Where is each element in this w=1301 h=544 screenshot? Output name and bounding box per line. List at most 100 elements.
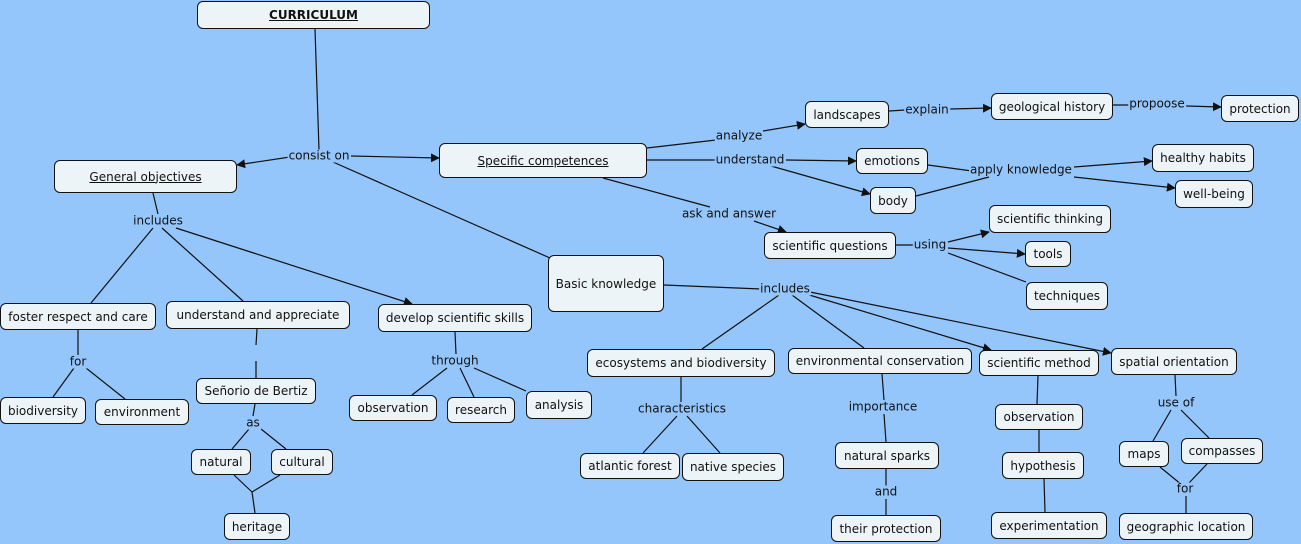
node-maps[interactable]: maps [1119, 441, 1169, 467]
link-includes-to-ecosystems [701, 294, 780, 350]
node-label: geological history [998, 99, 1106, 114]
node-label: landscapes [813, 107, 881, 122]
link-join-to-heritage [251, 491, 256, 514]
node-cultural[interactable]: cultural [271, 449, 333, 475]
node-develop-skills[interactable]: develop scientific skills [378, 304, 532, 332]
node-geological-history[interactable]: geological history [991, 93, 1113, 120]
node-label: scientific method [987, 356, 1091, 370]
link-understand-to-senorio-a [255, 328, 258, 346]
link-char-to-native [686, 415, 721, 454]
node-well-being[interactable]: well-being [1175, 180, 1253, 208]
node-label: foster respect and care [8, 309, 148, 324]
link-includes-to-method [805, 293, 992, 352]
node-healthy-habits[interactable]: healthy habits [1152, 144, 1254, 172]
node-scientific-thinking[interactable]: scientific thinking [989, 205, 1111, 233]
node-spatial-orientation[interactable]: spatial orientation [1111, 348, 1237, 375]
node-label: heritage [231, 519, 283, 534]
link-label-and: and [873, 484, 899, 499]
link-consist-to-basic [332, 161, 551, 259]
link-label-analyze: analyze [714, 128, 764, 143]
node-basic-knowledge[interactable]: Basic knowledge [548, 255, 664, 312]
node-their-protection[interactable]: their protection [831, 515, 941, 542]
node-scientific-questions[interactable]: scientific questions [764, 232, 896, 259]
node-label: observation [357, 401, 429, 415]
link-useof-to-compasses [1180, 409, 1210, 439]
node-label: maps [1127, 447, 1161, 461]
node-general-objectives[interactable]: General objectives [54, 160, 237, 193]
node-compasses[interactable]: compasses [1181, 438, 1263, 464]
link-includes-to-develop [175, 227, 413, 306]
link-for-to-biodiversity [52, 367, 75, 398]
link-compasses-to-for [1187, 463, 1208, 485]
link-ask-to-questions [753, 220, 787, 234]
link-includes-to-understand [161, 227, 244, 302]
node-native-species[interactable]: native species [682, 453, 784, 481]
link-label-includes-basic: includes [759, 281, 811, 296]
node-label: natural sparks [843, 448, 931, 463]
node-scientific-method[interactable]: scientific method [979, 350, 1099, 376]
node-landscapes[interactable]: landscapes [805, 101, 889, 128]
link-natural-to-heritage [233, 474, 253, 493]
node-label: body [878, 193, 908, 208]
link-as-to-cultural [260, 428, 287, 450]
link-for-to-environment [85, 367, 126, 400]
link-label-consist-on: consist on [287, 148, 351, 163]
node-environment[interactable]: environment [95, 399, 189, 425]
link-method-to-observation [1036, 375, 1039, 405]
link-label-through: through [430, 353, 480, 368]
node-natural[interactable]: natural [191, 449, 251, 475]
link-importance-to-sparks [883, 413, 887, 443]
link-develop-to-through [454, 331, 457, 355]
node-natural-sparks[interactable]: natural sparks [835, 442, 939, 469]
node-protection[interactable]: protection [1221, 95, 1299, 122]
node-atlantic-forest[interactable]: atlantic forest [580, 453, 680, 479]
node-specific-competences[interactable]: Specific competences [439, 143, 647, 178]
node-env-conservation[interactable]: environmental conservation [788, 348, 972, 374]
node-label: their protection [839, 521, 933, 536]
node-label: Specific competences [477, 153, 609, 168]
node-research[interactable]: research [447, 397, 515, 423]
node-label: natural [199, 455, 243, 469]
link-includes-to-foster [90, 227, 154, 304]
node-label: hypothesis [1010, 458, 1076, 473]
link-using-to-tools [947, 247, 1026, 258]
node-techniques[interactable]: techniques [1026, 282, 1108, 310]
node-observation-skill[interactable]: observation [349, 395, 437, 421]
node-label: cultural [279, 455, 325, 469]
node-tools[interactable]: tools [1025, 241, 1071, 267]
node-label: ecosystems and biodiversity [595, 356, 767, 370]
node-observation-method[interactable]: observation [995, 404, 1083, 430]
link-explain-to-geological [949, 103, 992, 113]
node-body[interactable]: body [870, 187, 916, 214]
node-senorio-de-bertiz[interactable]: Señorio de Bertiz [196, 378, 316, 404]
link-propoose-to-protection [1185, 102, 1222, 112]
node-label: healthy habits [1160, 151, 1246, 165]
link-understand-to-body [770, 165, 871, 197]
node-geographic-location[interactable]: geographic location [1119, 513, 1253, 540]
node-label: scientific thinking [997, 212, 1103, 226]
link-apply-to-wellbeing [1073, 176, 1176, 192]
link-maps-to-for [1159, 466, 1183, 486]
link-includes-to-spatial [809, 291, 1112, 356]
node-ecosystems[interactable]: ecosystems and biodiversity [587, 349, 775, 377]
node-biodiversity[interactable]: biodiversity [0, 397, 86, 424]
node-analysis[interactable]: analysis [526, 391, 592, 419]
link-useof-to-maps [1152, 409, 1172, 442]
link-general-to-includes [152, 192, 159, 215]
node-label: compasses [1188, 444, 1256, 458]
node-emotions[interactable]: emotions [856, 148, 928, 174]
node-foster-respect[interactable]: foster respect and care [0, 303, 156, 330]
node-heritage[interactable]: heritage [224, 513, 290, 540]
link-consist-to-specific [350, 153, 440, 163]
node-curriculum[interactable]: CURRICULUM [197, 1, 430, 29]
link-apply-to-healthy [1073, 157, 1153, 168]
node-label: emotions [864, 154, 920, 168]
node-understand-appreciate[interactable]: understand and appreciate [166, 301, 350, 329]
link-label-includes-general: includes [132, 213, 184, 228]
node-label: General objectives [89, 169, 202, 184]
link-analyze-to-landscapes [762, 120, 806, 132]
node-label: scientific questions [772, 238, 888, 253]
node-hypothesis[interactable]: hypothesis [1002, 452, 1084, 479]
node-experimentation[interactable]: experimentation [991, 512, 1107, 539]
